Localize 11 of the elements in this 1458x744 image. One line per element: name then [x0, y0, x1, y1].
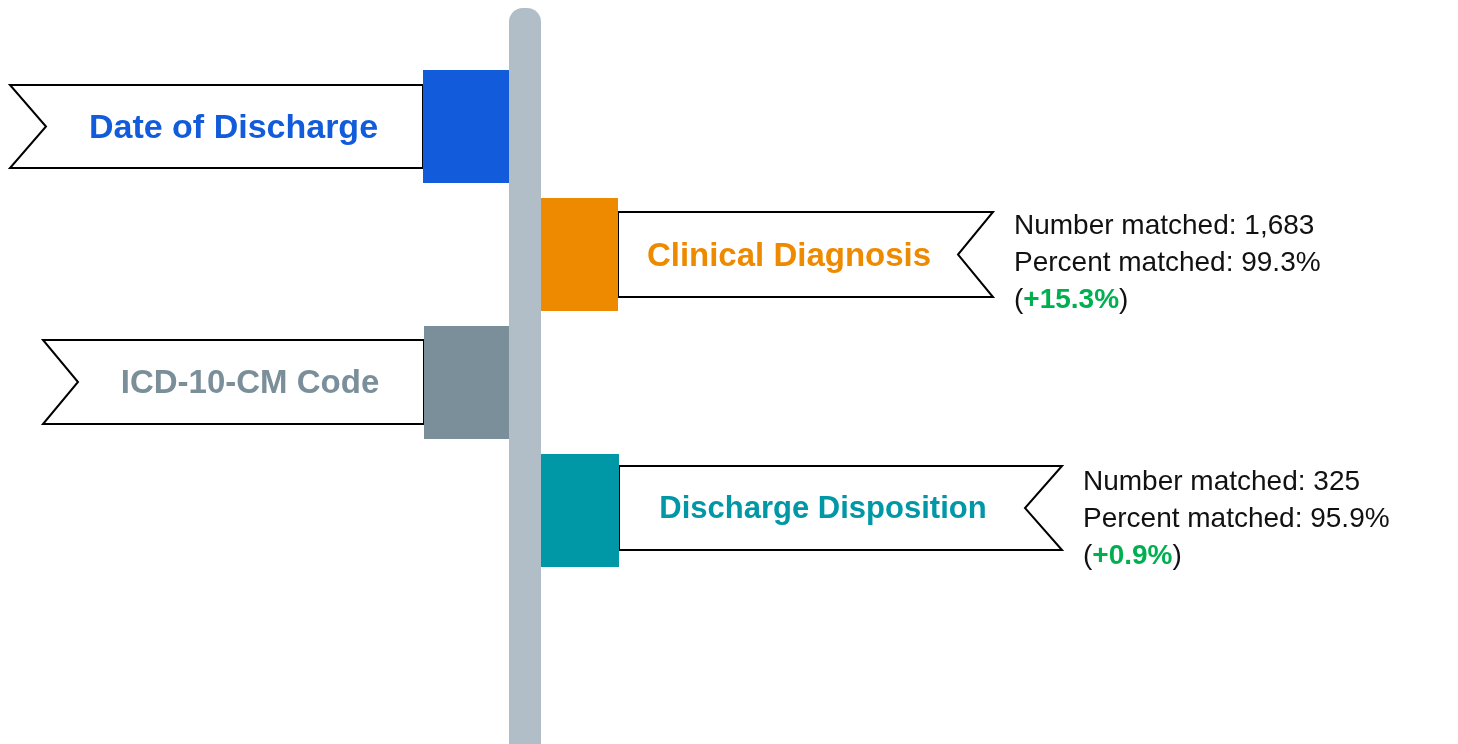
flag-label: Discharge Disposition: [659, 490, 987, 526]
signpost-pole: [509, 8, 541, 744]
match-statistic: Number matched: 325: [1083, 464, 1361, 498]
match-statistic: (+0.9%): [1083, 538, 1182, 572]
flag-label: Clinical Diagnosis: [646, 235, 932, 274]
match-statistic: Percent matched: 95.9%: [1083, 501, 1390, 535]
flag-label: ICD-10-CM Code: [120, 363, 380, 401]
match-statistic: Percent matched: 99.3%: [1014, 245, 1321, 279]
match-statistic: Number matched: 1,683: [1014, 208, 1315, 242]
flag-label: Date of Discharge: [88, 107, 379, 146]
match-statistic: (+15.3%): [1014, 282, 1129, 316]
